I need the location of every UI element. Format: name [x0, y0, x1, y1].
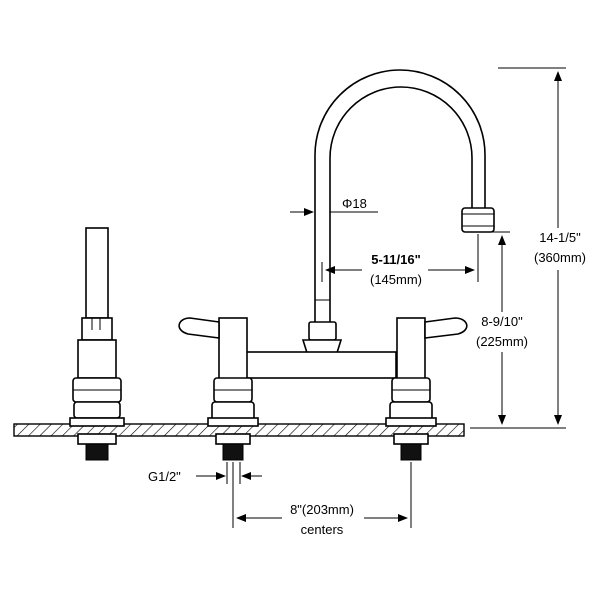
- spout-reach-mm-label: (145mm): [370, 272, 422, 287]
- overall-height-label: 14-1/5": [539, 230, 581, 245]
- spout-reach-label: 5-11/16": [371, 252, 421, 267]
- dimension-centers: 8"(203mm) centers: [232, 462, 412, 538]
- side-sprayer: [69, 227, 125, 461]
- deck-body: [245, 351, 397, 379]
- left-valve: [178, 317, 259, 461]
- dimension-tube-diameter: Φ18: [290, 196, 378, 216]
- centers-label: 8"(203mm): [290, 502, 354, 517]
- dimension-thread: G1/2": [148, 462, 262, 484]
- right-valve: [385, 317, 468, 461]
- thread-label: G1/2": [148, 469, 181, 484]
- dimension-spout-height: 8-9/10" (225mm): [470, 231, 534, 425]
- centers-word-label: centers: [301, 522, 344, 537]
- spout-height-mm-label: (225mm): [476, 334, 528, 349]
- dimension-spout-reach: 5-11/16" (145mm): [321, 234, 479, 290]
- tube-diameter-label: Φ18: [342, 196, 367, 211]
- dimension-overall-height: 14-1/5" (360mm): [470, 67, 592, 429]
- overall-height-mm-label: (360mm): [534, 250, 586, 265]
- spout-height-label: 8-9/10": [481, 314, 523, 329]
- gooseneck-spout: [301, 69, 495, 357]
